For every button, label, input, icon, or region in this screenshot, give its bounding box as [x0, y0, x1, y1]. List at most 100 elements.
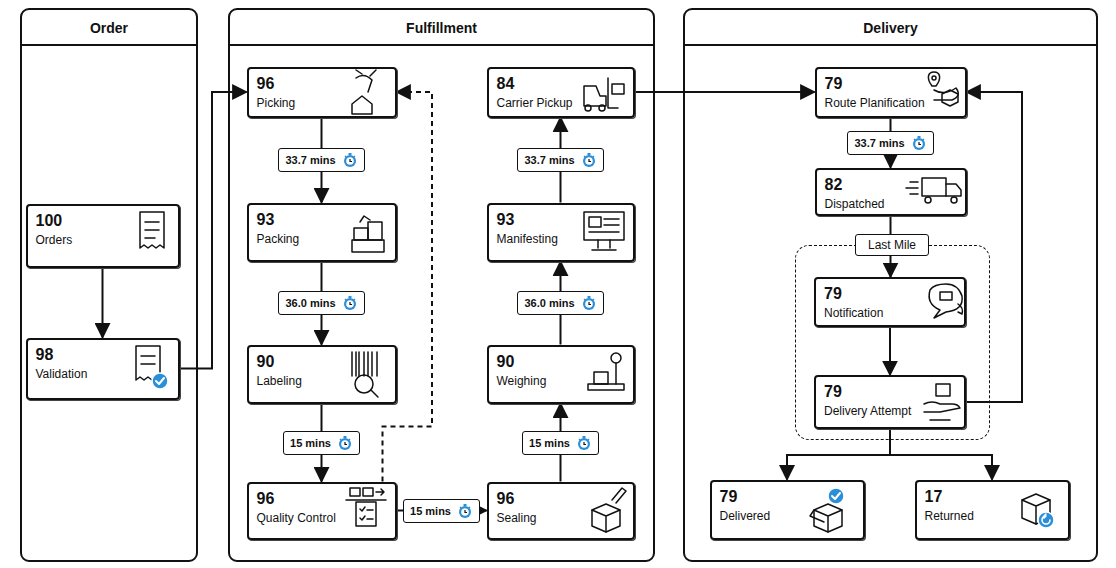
- lane-title: Order: [22, 10, 196, 46]
- step-name: Weighing: [497, 374, 547, 388]
- duration-text: 15 mins: [290, 437, 331, 449]
- clock-icon: [342, 295, 358, 311]
- swimlane-band: Order 100Orders 98Validation: [20, 8, 198, 562]
- process-box: 96Sealing: [487, 482, 635, 540]
- returned-box-icon: [1022, 494, 1054, 528]
- validated-receipt-icon: [136, 346, 168, 389]
- process-box: 90Labeling: [247, 345, 397, 404]
- monitor-icon: [584, 212, 624, 250]
- swimlane-band: Fulfillment96Picking93Packing90Labeling9…: [228, 8, 655, 562]
- forklift-icon: [584, 78, 624, 111]
- clock-icon: [457, 503, 473, 519]
- lane-title: Delivery: [685, 10, 1096, 46]
- handover-icon: [924, 384, 960, 420]
- band-header-lines: [22, 44, 1096, 46]
- duration-tag: 15 mins: [283, 431, 360, 455]
- phone-icon: [929, 284, 962, 318]
- step-name: Returned: [925, 509, 974, 523]
- duration-tag: 33.7 mins: [278, 148, 364, 172]
- duration-text: 36.0 mins: [285, 297, 335, 309]
- clock-icon: [581, 152, 597, 168]
- count-number: 79: [825, 75, 843, 93]
- clock-icon: [911, 135, 927, 151]
- step-name: Dispatched: [825, 197, 885, 211]
- sealing-icon: [592, 488, 626, 532]
- route-icon: [928, 72, 958, 106]
- count-number: 93: [257, 211, 275, 229]
- clock-icon: [581, 295, 597, 311]
- flow-connector: [102, 268, 104, 338]
- count-number: 93: [497, 211, 515, 229]
- flow-connector: [635, 91, 815, 93]
- process-box: 96Picking: [247, 67, 397, 118]
- scale-icon: [588, 353, 624, 390]
- clock-icon: [337, 435, 353, 451]
- duration-text: 33.7 mins: [524, 154, 574, 166]
- count-number: 96: [497, 490, 515, 508]
- duration-text: 33.7 mins: [854, 137, 904, 149]
- flow-connector: [180, 92, 247, 369]
- count-number: 96: [257, 490, 275, 508]
- group-region: Last Mile79Notification79Delivery Attemp…: [795, 245, 990, 440]
- process-box: 100Orders: [26, 204, 180, 268]
- step-name: Route Planification: [825, 96, 925, 110]
- process-box: 98Validation: [26, 338, 180, 400]
- duration-tag: 15 mins: [522, 431, 599, 455]
- barcode-icon: [352, 352, 378, 397]
- qc-icon: [346, 488, 386, 526]
- process-box: 79Delivered: [710, 480, 865, 540]
- step-name: Quality Control: [257, 511, 336, 525]
- step-name: Labeling: [257, 374, 302, 388]
- truck-icon: [906, 178, 961, 203]
- process-box: 79Delivery Attempt: [814, 375, 966, 429]
- group-label: Last Mile: [855, 234, 929, 256]
- step-name: Picking: [257, 96, 296, 110]
- swimlane-band: Delivery79Route Planification82Dispatche…: [683, 8, 1098, 562]
- process-box: 90Weighing: [487, 345, 635, 404]
- process-box: 93Packing: [247, 203, 397, 262]
- delivered-box-icon: [810, 488, 844, 532]
- duration-text: 15 mins: [410, 505, 451, 517]
- step-name: Notification: [824, 306, 883, 320]
- step-name: Sealing: [497, 511, 537, 525]
- count-number: 79: [824, 285, 842, 303]
- count-number: 100: [36, 212, 63, 230]
- flow-connector: [889, 327, 891, 375]
- process-box: 79Route Planification: [815, 67, 967, 118]
- flow-connector: [383, 92, 433, 482]
- clock-icon: [576, 435, 592, 451]
- process-box: 17Returned: [915, 480, 1070, 540]
- step-name: Orders: [36, 233, 73, 247]
- count-number: 82: [825, 176, 843, 194]
- boxes-icon: [352, 216, 384, 252]
- count-number: 90: [257, 353, 275, 371]
- flow-connector: [890, 429, 992, 480]
- process-box: 84Carrier Pickup: [487, 67, 635, 118]
- step-name: Carrier Pickup: [497, 96, 573, 110]
- clock-icon: [342, 152, 358, 168]
- step-name: Validation: [36, 367, 88, 381]
- step-name: Delivery Attempt: [824, 404, 911, 418]
- flow-connector: [787, 429, 890, 480]
- receipt-icon: [140, 212, 164, 248]
- count-number: 96: [257, 75, 275, 93]
- picking-icon: [352, 70, 376, 114]
- duration-tag: 15 mins: [403, 499, 480, 523]
- count-number: 79: [824, 383, 842, 401]
- step-name: Packing: [257, 232, 300, 246]
- duration-tag: 36.0 mins: [278, 291, 364, 315]
- process-box: 93Manifesting: [487, 203, 635, 262]
- count-number: 79: [720, 488, 738, 506]
- duration-text: 36.0 mins: [524, 297, 574, 309]
- duration-text: 15 mins: [529, 437, 570, 449]
- duration-text: 33.7 mins: [285, 154, 335, 166]
- count-number: 17: [925, 488, 943, 506]
- duration-tag: 36.0 mins: [517, 291, 603, 315]
- process-box: 82Dispatched: [815, 168, 967, 216]
- step-name: Manifesting: [497, 232, 558, 246]
- duration-tag: 33.7 mins: [517, 148, 603, 172]
- flow-connector: [966, 92, 1022, 402]
- step-name: Delivered: [720, 509, 771, 523]
- count-number: 84: [497, 75, 515, 93]
- process-box: 79Notification: [814, 277, 966, 327]
